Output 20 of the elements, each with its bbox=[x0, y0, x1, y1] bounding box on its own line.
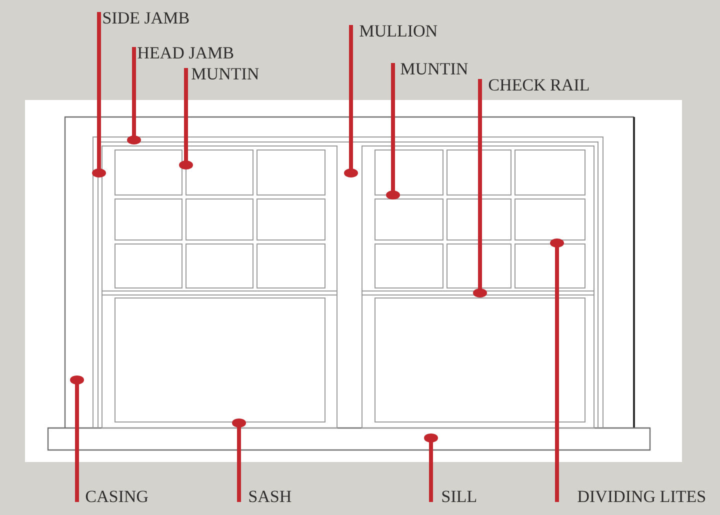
leader-line bbox=[127, 47, 141, 144]
leader-line bbox=[70, 376, 84, 502]
part-label: MUNTIN bbox=[400, 63, 468, 74]
part-label: MULLION bbox=[360, 25, 438, 37]
part-label: MUNTIN bbox=[192, 68, 259, 80]
leader-line bbox=[344, 25, 358, 178]
leader-line bbox=[232, 418, 246, 502]
part-label: HEAD JAMB bbox=[138, 47, 234, 59]
leader-line bbox=[473, 79, 487, 298]
part-label: SILL bbox=[442, 490, 476, 502]
leader-line bbox=[179, 68, 193, 170]
part-label: CHECK RAIL bbox=[488, 79, 589, 91]
part-label: SIDE JAMB bbox=[103, 12, 189, 24]
leader-line bbox=[386, 63, 400, 200]
leader-line bbox=[424, 434, 438, 502]
part-label: CASING bbox=[86, 490, 148, 502]
leader-line bbox=[550, 238, 564, 502]
part-label: SASH bbox=[249, 490, 292, 502]
leader-line bbox=[92, 12, 106, 178]
part-label: DIVIDING LITES bbox=[578, 490, 706, 502]
